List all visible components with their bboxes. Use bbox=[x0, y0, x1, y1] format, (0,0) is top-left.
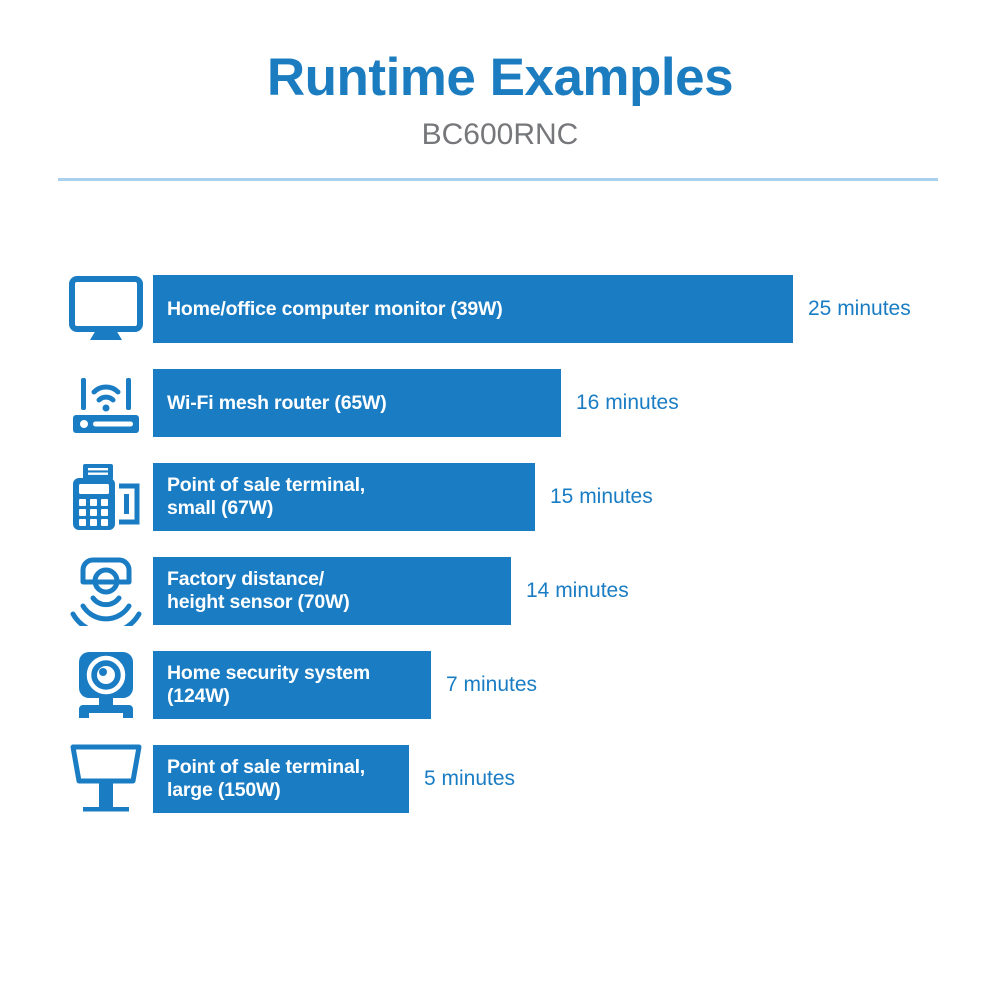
bar: Point of sale terminal, small (67W) bbox=[153, 463, 535, 531]
bar-label: Point of sale terminal, small (67W) bbox=[167, 474, 366, 519]
value-label: 5 minutes bbox=[424, 767, 516, 790]
bar-wrap: Home/office computer monitor (39W) 25 mi… bbox=[153, 275, 1000, 343]
bar: Wi-Fi mesh router (65W) bbox=[153, 369, 561, 437]
computer-monitor-icon bbox=[58, 268, 153, 350]
bar: Home/office computer monitor (39W) bbox=[153, 275, 793, 343]
bar-wrap: Home security system (124W) 7 minutes bbox=[153, 651, 1000, 719]
page-title: Runtime Examples bbox=[266, 48, 734, 107]
bar: Home security system (124W) bbox=[153, 651, 431, 719]
value-label: 7 minutes bbox=[446, 673, 538, 696]
value-label: 25 minutes bbox=[808, 297, 911, 320]
pos-terminal-large-icon bbox=[58, 738, 153, 820]
bar-label: Wi-Fi mesh router (65W) bbox=[167, 391, 387, 414]
runtime-bar-chart: Home/office computer monitor (39W) 25 mi… bbox=[0, 262, 1000, 826]
proximity-sensor-icon bbox=[58, 550, 153, 632]
chart-row: Home/office computer monitor (39W) 25 mi… bbox=[0, 262, 1000, 356]
value-label: 16 minutes bbox=[576, 391, 679, 414]
value-label: 15 minutes bbox=[550, 485, 653, 508]
bar: Point of sale terminal, large (150W) bbox=[153, 745, 409, 813]
chart-row: Home security system (124W) 7 minutes bbox=[0, 638, 1000, 732]
bar-label: Home security system (124W) bbox=[167, 662, 371, 707]
bar-label: Home/office computer monitor (39W) bbox=[167, 297, 503, 320]
wifi-router-icon bbox=[58, 362, 153, 444]
bar: Factory distance/ height sensor (70W) bbox=[153, 557, 511, 625]
bar-wrap: Point of sale terminal, large (150W) 5 m… bbox=[153, 745, 1000, 813]
security-camera-icon bbox=[58, 644, 153, 726]
chart-row: Factory distance/ height sensor (70W) 14… bbox=[0, 544, 1000, 638]
bar-wrap: Wi-Fi mesh router (65W) 16 minutes bbox=[153, 369, 1000, 437]
bar-label: Point of sale terminal, large (150W) bbox=[167, 756, 366, 801]
chart-row: Wi-Fi mesh router (65W) 16 minutes bbox=[0, 356, 1000, 450]
bar-wrap: Point of sale terminal, small (67W) 15 m… bbox=[153, 463, 1000, 531]
pos-terminal-small-icon bbox=[58, 456, 153, 538]
chart-row: Point of sale terminal, small (67W) 15 m… bbox=[0, 450, 1000, 544]
header-divider bbox=[58, 178, 938, 181]
bar-wrap: Factory distance/ height sensor (70W) 14… bbox=[153, 557, 1000, 625]
model-subtitle: BC600RNC bbox=[421, 117, 579, 151]
bar-label: Factory distance/ height sensor (70W) bbox=[167, 568, 350, 613]
chart-row: Point of sale terminal, large (150W) 5 m… bbox=[0, 732, 1000, 826]
value-label: 14 minutes bbox=[526, 579, 629, 602]
header: Runtime Examples BC600RNC bbox=[0, 0, 1000, 151]
